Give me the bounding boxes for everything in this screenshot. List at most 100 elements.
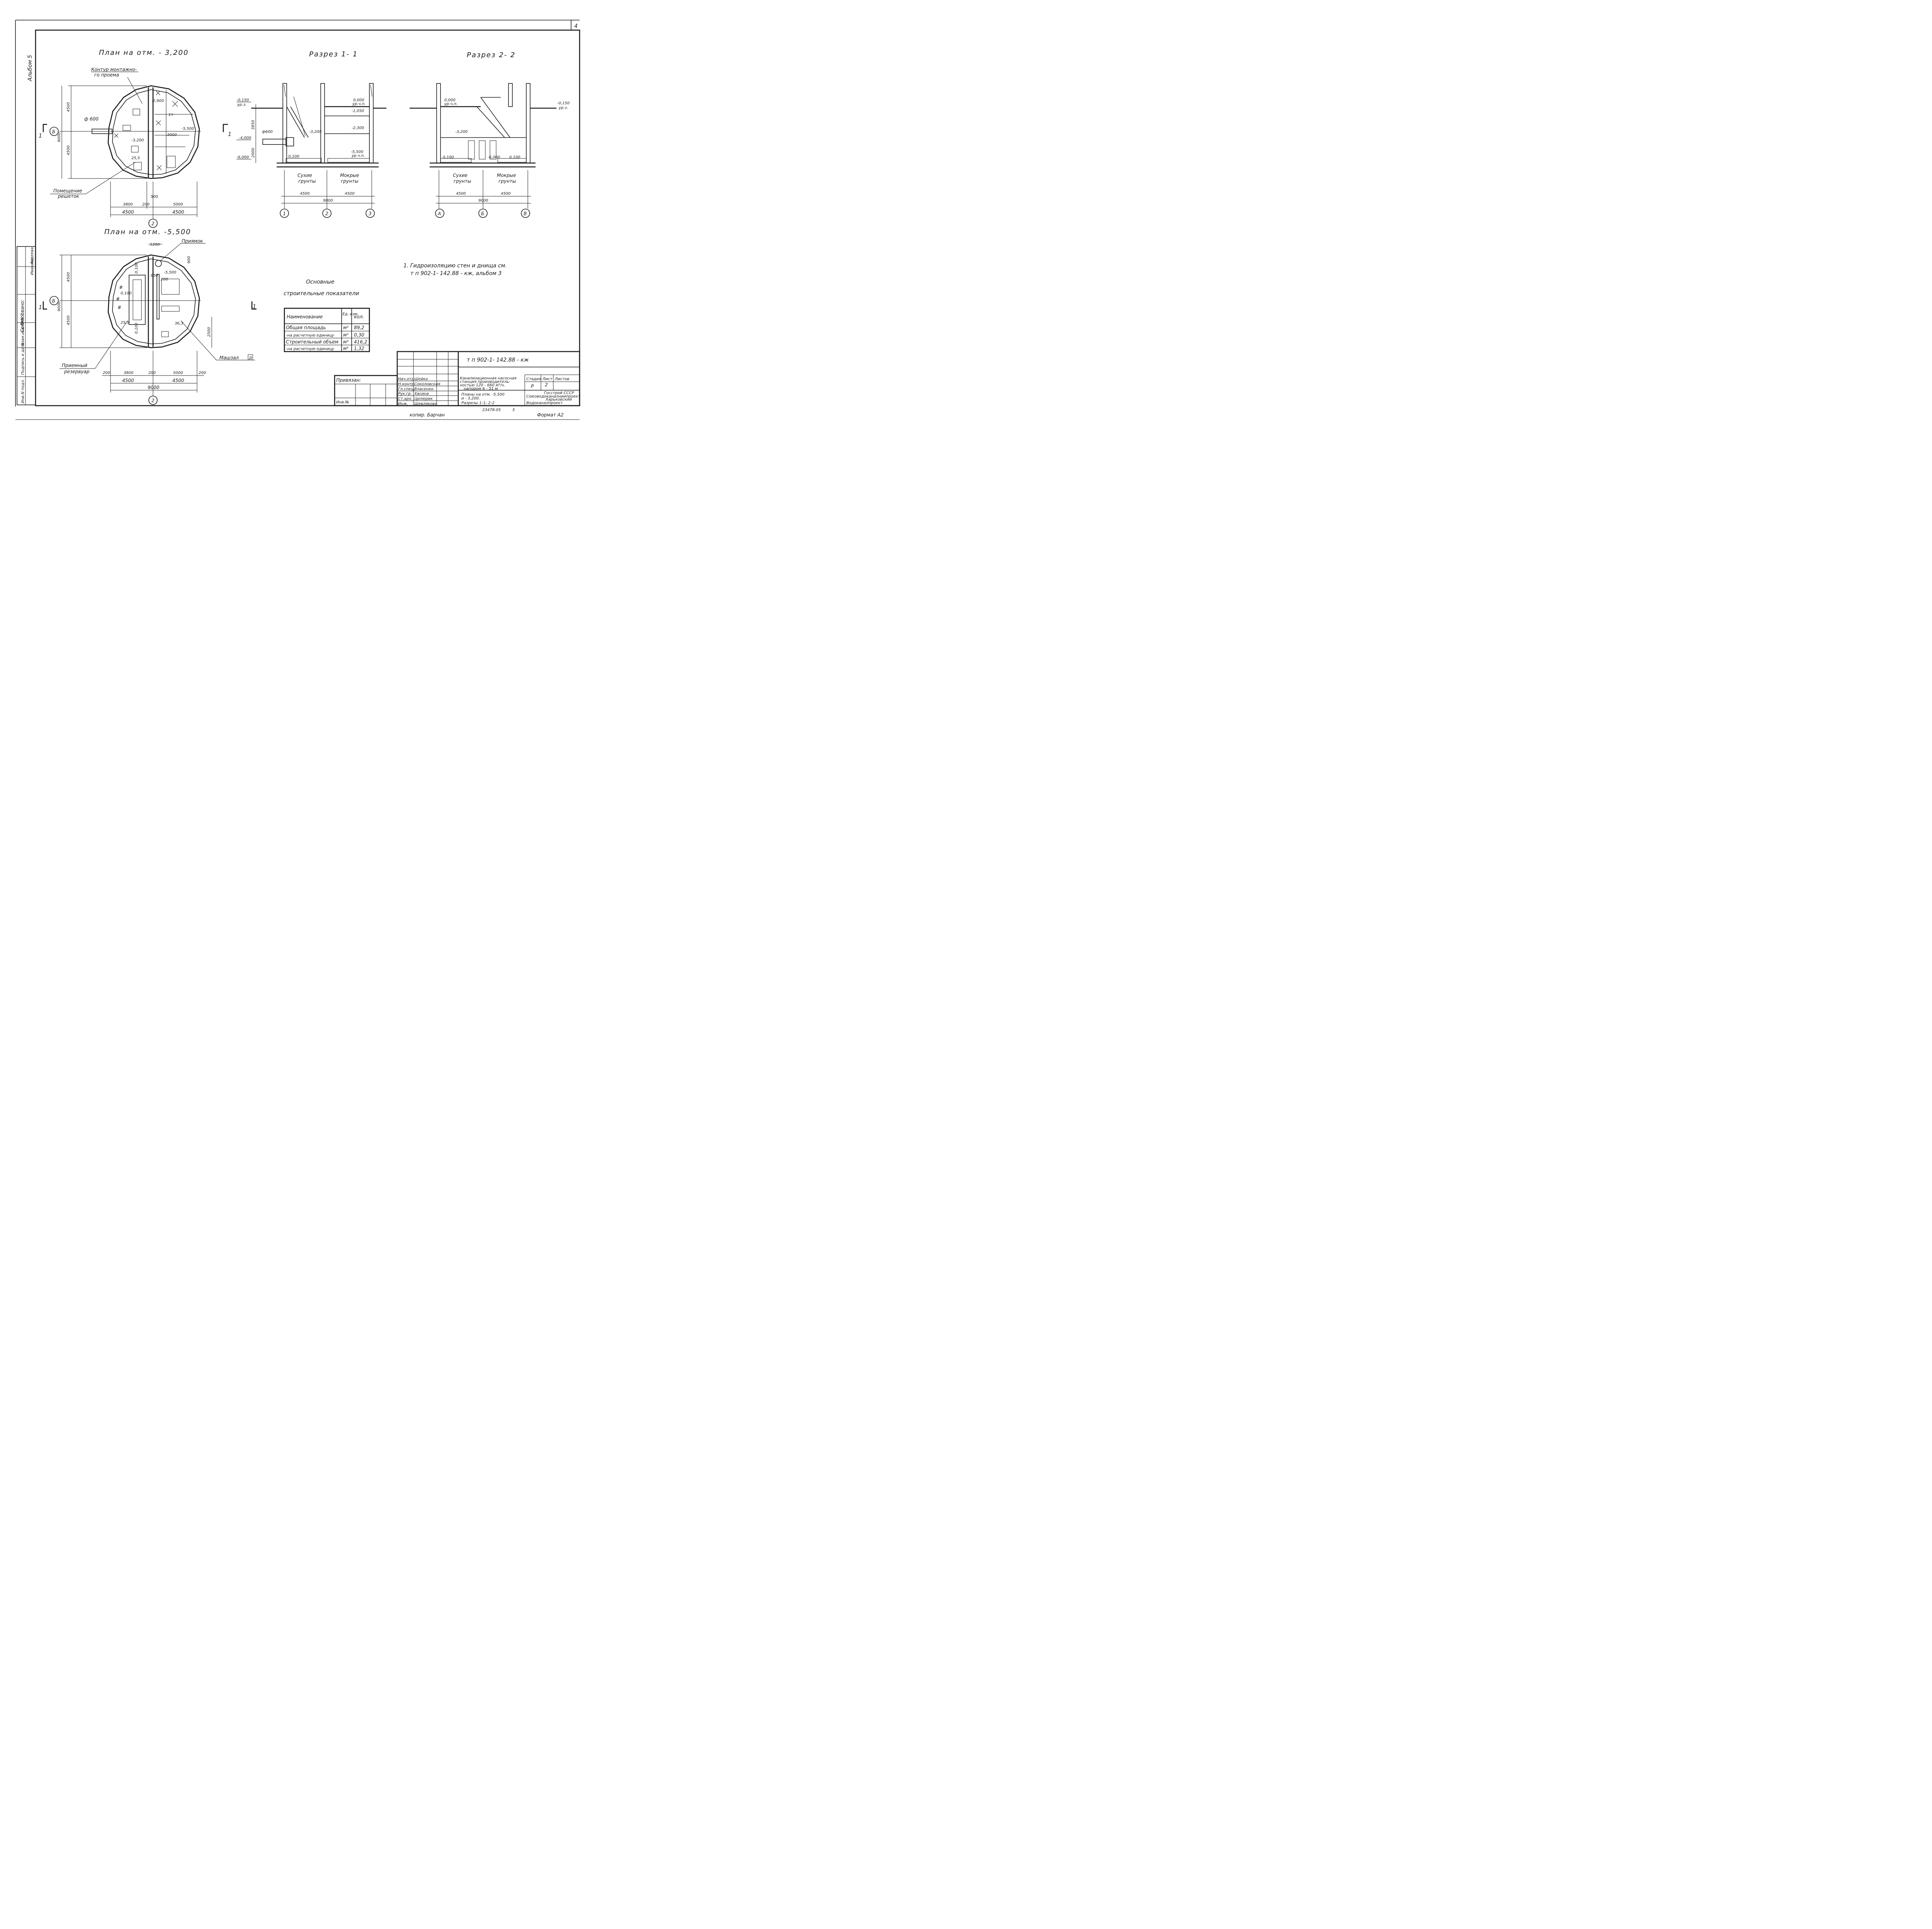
section-22-lvl-3200: -3,200 — [455, 130, 468, 134]
section-11-lvl-5500: -5,500 — [351, 150, 363, 154]
plan-bottom-title: План на отм. -5,500 — [104, 228, 191, 236]
indicators-header-name: Наименование — [287, 314, 323, 320]
section-1-1: Разрез 1- 1 ф600 -0,150 ур.з. -4,000 -6,… — [236, 50, 386, 218]
plan-bottom-hash-3: # — [117, 305, 121, 310]
section-22-wet-1: Мокрые — [497, 173, 516, 178]
role-4: Рук.гр. — [398, 392, 412, 396]
role-1: Нач.отд. — [398, 377, 415, 381]
indicators-row-4-name: -на расчетную единицу — [286, 347, 335, 351]
section-22-axis-b: Б — [481, 211, 484, 216]
plan-bottom-dim-900: 900 — [187, 256, 191, 263]
plan-bottom-dim-4500b: 4500 — [66, 316, 71, 325]
plan-top-lvl-5500: -5,500 — [182, 127, 194, 131]
plan-bottom-hash-1: # — [119, 285, 123, 290]
section-11-dim-3850: 3850 — [251, 120, 255, 130]
section-22-lvl-0150: -0,150 — [557, 101, 570, 105]
plan-bottom: План на отм. -5,500 # # # 0,100 0,100 0,… — [39, 228, 257, 405]
name-2: Соколовская — [414, 382, 440, 386]
role-5: Ст.арх. — [398, 397, 413, 401]
plan-top-dim-4500-a: 4500 — [66, 102, 71, 112]
plan-bottom-tank-1: Приемный — [62, 363, 87, 368]
plan-top-title: План на отм. - 3,200 — [99, 49, 189, 57]
section-22-lvl-0100b: 0,100 — [509, 155, 520, 160]
role-6: Инж. — [398, 402, 408, 406]
section-11-lvl-urcp: ур.ч.п. — [352, 102, 366, 106]
section-11-lvl-1050: -1,050 — [352, 109, 364, 113]
footer: 23478-05 5 копир. Барчан Формат А2 — [410, 408, 563, 418]
inv-suffix: 5 — [512, 408, 515, 412]
section-22-lvl-000: 0,000 — [444, 98, 456, 102]
plan-bottom-dim-4500d: 4500 — [172, 378, 184, 383]
section-22-lvl-6000: -6,000 — [488, 155, 500, 160]
org-3: Харьковский — [545, 398, 572, 402]
plan-top-room-2: решеток — [58, 194, 80, 199]
plan-bottom-dim-2500: 2500 — [207, 327, 211, 337]
section-11-wet-2: грунты — [341, 178, 358, 184]
indicators-title-2: строительные показатели — [284, 291, 359, 297]
approval-strip: Согласовано: ВиК-2 Иванова Авдеева Взам.… — [17, 246, 36, 405]
section-11-dim-4500a: 4500 — [300, 192, 310, 196]
role-2: Н.контр. — [398, 382, 415, 386]
plan-top-lvl-2900: -2,900 — [151, 99, 164, 103]
plan-top-pipe: ф 600 — [84, 116, 99, 122]
plan-bottom-hash-2: # — [116, 296, 120, 302]
section-22-axis-v: В — [524, 211, 527, 216]
plan-top-dim-4500-c: 4500 — [122, 209, 134, 215]
note-line-1: 1. Гидроизоляцию стен и днища см. — [403, 263, 507, 269]
section-11-wet-1: Мокрые — [340, 173, 359, 178]
indicators-title-1: Основные — [306, 279, 335, 285]
section-11-dim-9000: 9000 — [323, 199, 333, 203]
plan-bottom-lvl-0100b: 0,100 — [121, 291, 132, 296]
indicators-header-qty: кол. — [354, 314, 364, 320]
org-2: Союзводоканалниипроект — [526, 394, 581, 399]
inv-number: 23478-05 — [482, 408, 501, 412]
indicators-row-1-qty: 89,2 — [354, 325, 364, 330]
indicators-row-1-unit: м² — [343, 325, 349, 330]
indicators-row-2-name: -на расчетную единицу — [286, 333, 335, 338]
section-11-dry-1: Сухие — [298, 173, 312, 178]
sheet-content-1: Планы на отм. -5,500 — [461, 393, 505, 397]
sheet-content-2: и - 3,200. — [461, 396, 480, 401]
plan-bottom-pit: Приямок — [182, 238, 203, 244]
section-11-title: Разрез 1- 1 — [309, 50, 358, 58]
indicators-row-3-unit: м³ — [343, 339, 349, 345]
name-4: Хасина — [414, 392, 429, 396]
plan-top-dim-4500-d: 4500 — [172, 209, 184, 215]
plan-top: План на отм. - 3,200 ф 600 -2,900 1т -5,… — [39, 49, 231, 228]
section-11-lvl-0100: 0,100 — [288, 155, 299, 159]
plan-top-axis-2: 2 — [151, 221, 155, 226]
section-11-axis-2: 2 — [325, 211, 328, 216]
name-6: Шевлякова — [414, 402, 437, 406]
plan-bottom-axis-b: Б — [52, 298, 55, 304]
plan-bottom-tank-2: резервуар — [64, 369, 90, 374]
section-22-axis-a: А — [437, 211, 441, 216]
plan-bottom-lvl-0100a: 0,100 — [134, 262, 139, 274]
drawing-sheet: 4 Альбом 5 Согласовано: ВиК-2 Иванова Ав… — [15, 20, 581, 420]
section-22-lvl-ur3: ур.з. — [558, 106, 568, 110]
approval-side-1: Взам.инв.N — [21, 323, 25, 346]
plan-bottom-dim-200c: 200 — [199, 371, 206, 375]
section-11-lvl-000: 0,000 — [353, 98, 364, 102]
plan-top-dim-4500-b: 4500 — [66, 146, 71, 155]
approval-row-1: ВиК-2 — [20, 314, 24, 325]
album-label: Альбом 5 — [27, 55, 33, 82]
indicators-row-4-qty: 1,32 — [354, 346, 364, 351]
org-4: Водоканалпроект — [526, 401, 563, 405]
plan-bottom-lvl-0100c: 0,100 — [134, 323, 139, 334]
plan-top-axis-b: Б — [52, 129, 55, 134]
plan-top-outline — [107, 85, 200, 179]
plan-bottom-outline — [107, 254, 200, 348]
plan-bottom-dim-200a: 200 — [103, 371, 110, 375]
notes: 1. Гидроизоляцию стен и днища см. т п 90… — [403, 263, 507, 277]
plan-top-lvl-3200: -3,200 — [131, 138, 144, 143]
format: Формат А2 — [537, 412, 563, 418]
inv-label: Инв.№ — [336, 400, 349, 404]
approval-title: Согласовано: — [20, 299, 25, 332]
section-11-dry-2: грунты — [298, 178, 316, 184]
sheet-number: 4 — [574, 23, 578, 29]
indicators-header-unit: Ед. изм. — [342, 312, 359, 316]
section-11-lvl-6000: -6,000 — [236, 155, 249, 160]
section-22-dim-4500a: 4500 — [456, 192, 466, 196]
plan-top-cut-1b: 1 — [228, 131, 231, 138]
name-5: Цилюрик — [414, 397, 433, 401]
